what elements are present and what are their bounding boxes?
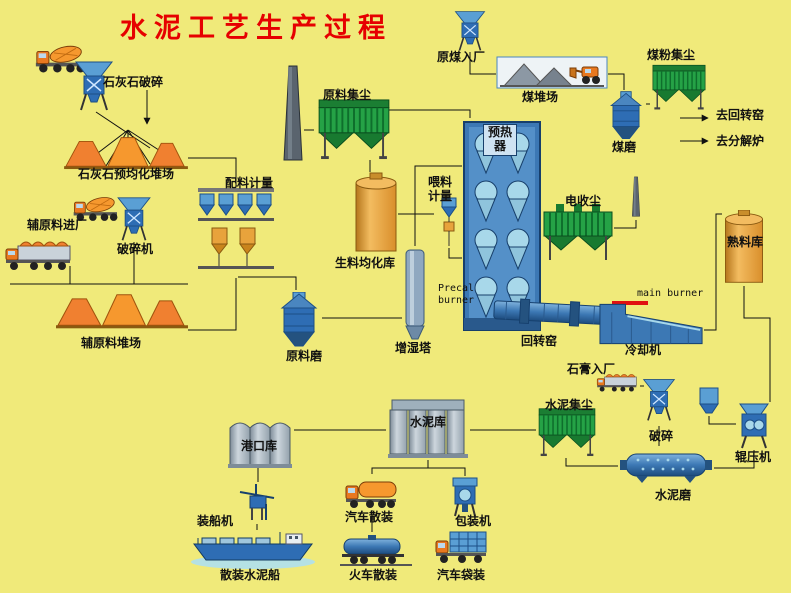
bulk-ship-icon bbox=[190, 530, 316, 570]
label-precal-burner: Precal burner bbox=[437, 283, 475, 306]
label-to-calciner: 去分解炉 bbox=[716, 134, 765, 148]
label-batching-metering: 配料计量 bbox=[225, 176, 274, 190]
label-cement-dust-collector: 水泥集尘 bbox=[545, 398, 594, 412]
ship-loader-icon bbox=[236, 482, 278, 524]
gypsum-crusher-icon bbox=[642, 374, 676, 426]
label-truck-bulk-loading: 汽车散装 bbox=[345, 510, 394, 524]
wheel-loader-icon bbox=[568, 60, 608, 86]
coal-mill-icon bbox=[606, 90, 646, 142]
aux-crusher-icon bbox=[116, 196, 152, 242]
label-ship-loader: 装船机 bbox=[197, 514, 234, 528]
label-coal-yard: 煤堆场 bbox=[522, 90, 559, 104]
humidifying-tower-icon bbox=[402, 246, 428, 342]
label-clinker-silo: 熟料库 bbox=[727, 235, 764, 249]
label-packing-machine: 包装机 bbox=[455, 514, 492, 528]
label-to-rotary-kiln: 去回转窑 bbox=[716, 108, 765, 122]
dump-truck-icon bbox=[4, 240, 76, 272]
label-humidifying-tower: 增湿塔 bbox=[395, 341, 432, 355]
label-cooler: 冷却机 bbox=[625, 343, 662, 357]
label-crushing: 破碎 bbox=[649, 429, 674, 443]
label-cement-silo: 水泥库 bbox=[410, 415, 447, 429]
packing-machine-icon bbox=[448, 476, 482, 518]
label-limestone-preblending-yard: 石灰石预均化堆场 bbox=[78, 167, 175, 181]
label-bulk-cement-ship: 散装水泥船 bbox=[220, 568, 281, 582]
label-raw-mill: 原料磨 bbox=[286, 349, 323, 363]
label-limestone-crushing: 石灰石破碎 bbox=[103, 75, 164, 89]
limestone-stockpile-icon bbox=[64, 130, 188, 170]
raw-dust-collector-icon bbox=[314, 98, 394, 160]
chimney-icon bbox=[282, 64, 304, 164]
esp-icon bbox=[542, 204, 614, 262]
label-aux-material-entry: 辅原料进厂 bbox=[27, 218, 88, 232]
label-gypsum-entry: 石膏入厂 bbox=[567, 362, 616, 376]
label-coal-mill: 煤磨 bbox=[612, 140, 637, 154]
bag-truck-icon bbox=[434, 526, 490, 564]
label-rotary-kiln: 回转窑 bbox=[521, 334, 558, 348]
esp-stack-icon bbox=[630, 176, 642, 218]
cement-ball-mill-icon bbox=[618, 448, 714, 484]
label-raw-meal-silo: 生料均化库 bbox=[335, 256, 396, 270]
coal-entry-crusher-icon bbox=[452, 10, 488, 52]
label-main-burner: main burner bbox=[637, 288, 704, 299]
label-port-silo: 港口库 bbox=[241, 439, 278, 453]
batching-hoppers-icon bbox=[196, 188, 276, 276]
label-train-bulk-loading: 火车散装 bbox=[349, 568, 398, 582]
coal-dust-collector-icon bbox=[650, 58, 708, 116]
label-crusher: 破碎机 bbox=[117, 242, 154, 256]
feed-metering-icon bbox=[434, 196, 464, 248]
label-aux-material-yard: 辅原料堆场 bbox=[81, 336, 142, 350]
bulk-truck-icon bbox=[344, 474, 400, 510]
label-roller-press: 辊压机 bbox=[735, 450, 772, 464]
label-truck-bag-loading: 汽车袋装 bbox=[437, 568, 486, 582]
roller-press-icon bbox=[736, 402, 772, 450]
label-esp: 电收尘 bbox=[565, 194, 602, 208]
label-raw-dust-collector: 原料集尘 bbox=[323, 88, 372, 102]
label-coal-dust-collector: 煤粉集尘 bbox=[647, 48, 696, 62]
cooler-icon bbox=[598, 302, 706, 348]
diagram-title: 水泥工艺生产过程 bbox=[120, 13, 392, 44]
label-raw-coal-entry: 原煤入厂 bbox=[437, 50, 486, 64]
raw-mill-icon bbox=[276, 292, 322, 348]
cement-dust-collector-icon bbox=[536, 406, 598, 458]
label-preheater: 预热器 bbox=[483, 124, 517, 156]
raw-meal-silo-icon bbox=[354, 172, 398, 256]
feed-bin-icon bbox=[698, 386, 720, 416]
label-cement-mill: 水泥磨 bbox=[655, 488, 692, 502]
aux-stockpile-icon bbox=[56, 286, 188, 330]
label-feed-metering: 喂料计量 bbox=[427, 175, 452, 203]
train-tanker-icon bbox=[340, 534, 412, 566]
